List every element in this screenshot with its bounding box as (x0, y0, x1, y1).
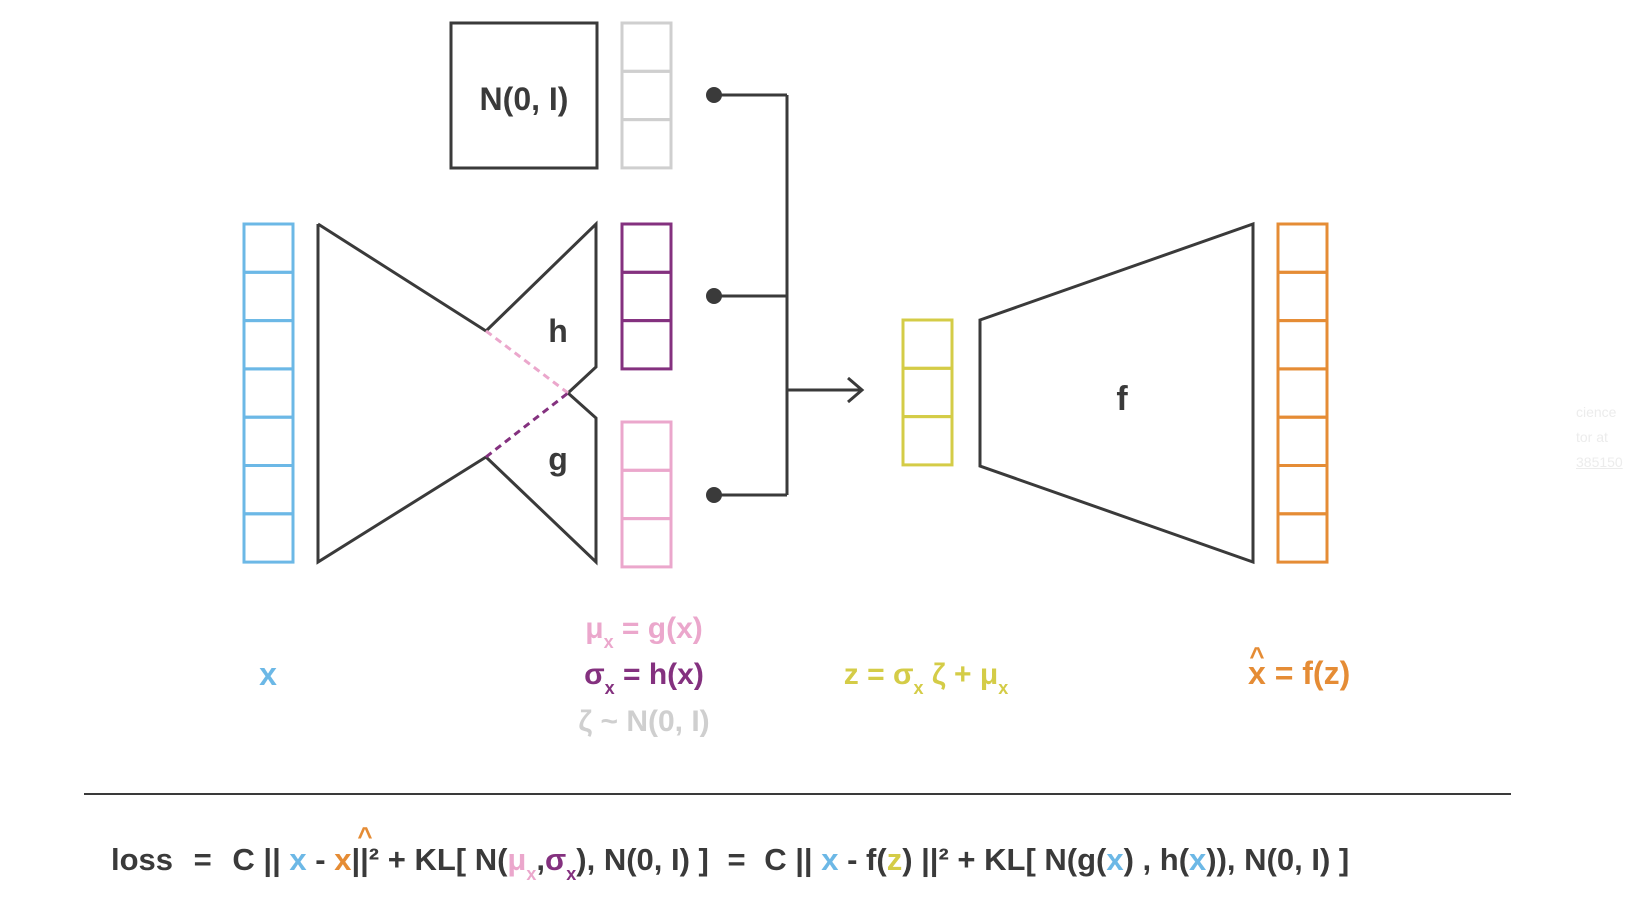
connector-dot-prior (706, 87, 722, 103)
zeta-vector (620, 21, 673, 170)
z-cell (901, 415, 954, 467)
x-cell (242, 222, 295, 274)
latent-vector-z (901, 318, 954, 467)
prior-label: N(0, I) (480, 81, 569, 117)
encoder-h-dashed (485, 329, 569, 395)
loss-xhat1: x (334, 842, 352, 877)
sigma-cell (620, 319, 673, 371)
encoder-g-branch (484, 391, 598, 566)
loss-norm2: ) ||² + KL[ N(g( (902, 842, 1107, 877)
combine-connector (714, 93, 865, 497)
sigma-cell (620, 270, 673, 323)
loss-x2: x (821, 842, 839, 877)
sigma-subscript: x (605, 678, 615, 698)
loss-mu-sub: x (526, 864, 536, 884)
z-caption: z = σx ζ + μx (844, 658, 1008, 698)
zeta-caption: ζ ~ N(0, I) (578, 705, 709, 738)
sigma-vector (620, 222, 673, 371)
output-vector-xhat (1276, 222, 1329, 564)
sigma-definition: = h(x) (615, 658, 704, 691)
x-cell (242, 367, 295, 419)
g-label: g (548, 441, 568, 477)
encoder-block (316, 222, 487, 565)
loss-c2: C || (764, 842, 812, 877)
zeta-cell (620, 21, 673, 73)
sigma-caption: σx = h(x) (584, 658, 704, 698)
sigma-symbol: σ (584, 658, 605, 691)
x-cell (242, 512, 295, 564)
loss-eq1: = (194, 842, 212, 877)
loss-x1: x (289, 842, 307, 877)
mu-caption: μx = g(x) (585, 612, 703, 652)
side-link[interactable]: 385150 (1576, 454, 1623, 470)
connector-dot-mu (706, 487, 722, 503)
loss-x4: x (1189, 842, 1207, 877)
loss-sigma-sub: x (566, 864, 576, 884)
x-caption: x (259, 656, 277, 692)
x-cell (242, 270, 295, 323)
x-cell (242, 415, 295, 468)
f-label: f (1116, 380, 1128, 418)
z-mid: ζ + μ (924, 658, 999, 691)
xhat-symbol: x (1248, 655, 1266, 691)
loss-close2: )), N(0, I) ] (1206, 842, 1349, 877)
loss-norm1: ||² + KL[ N( (351, 842, 508, 877)
xhat1-hat: ^ (357, 821, 372, 851)
decoder-block (978, 221, 1255, 565)
loss-minus1: - (315, 842, 325, 877)
mu-cell (620, 517, 673, 569)
x-cell (242, 464, 295, 516)
loss-z: z (887, 842, 903, 877)
mu-cell (620, 468, 673, 521)
encoder-g-dashed (485, 391, 569, 459)
z-sub2: x (998, 678, 1008, 698)
connector-dot-sigma (706, 288, 722, 304)
z-cell (901, 318, 954, 370)
x-cell (242, 319, 295, 371)
z-lhs: z = σ (844, 658, 914, 691)
mu-vector (620, 420, 673, 569)
z-sub1: x (913, 678, 923, 698)
loss-close1: ), N(0, I) ] (576, 842, 709, 877)
z-cell (901, 366, 954, 419)
mu-definition: = g(x) (614, 612, 703, 645)
xhat-cell (1276, 512, 1329, 564)
zeta-cell (620, 69, 673, 122)
xhat-cell (1276, 464, 1329, 516)
input-vector-x (242, 222, 295, 564)
loss-x3: x (1106, 842, 1124, 877)
mu-subscript: x (604, 632, 614, 652)
mu-cell (620, 420, 673, 472)
loss-formula: loss = C || x - x||² + KL[ N(μx,σx), N(0… (111, 842, 1349, 884)
encoder-h-branch (484, 220, 598, 395)
loss-c1: C || (232, 842, 280, 877)
loss-eq2: = (728, 842, 746, 877)
xhat-definition: = f(z) (1266, 655, 1350, 691)
xhat-cell (1276, 319, 1329, 371)
side-text-2: tor at (1576, 429, 1608, 445)
loss-mid: ) , h( (1124, 842, 1190, 877)
h-label: h (548, 313, 568, 349)
side-panel-fragment: cience tor at 385150 (1566, 0, 1626, 901)
loss-word: loss (111, 842, 173, 877)
zeta-cell (620, 118, 673, 170)
loss-sigma: σ (545, 842, 566, 877)
xhat-cell (1276, 270, 1329, 323)
xhat-cell (1276, 367, 1329, 419)
side-text-1: cience (1576, 404, 1617, 420)
xhat-cell (1276, 415, 1329, 468)
loss-minus2: - f( (847, 842, 887, 877)
xhat-caption: x = f(z) (1248, 655, 1350, 691)
xhat-cell (1276, 222, 1329, 274)
sigma-cell (620, 222, 673, 274)
loss-mu: μ (507, 842, 526, 877)
mu-symbol: μ (585, 612, 603, 645)
loss-comma1: , (536, 842, 545, 877)
xhat-hat: ^ (1249, 641, 1264, 671)
prior-box (449, 21, 599, 170)
